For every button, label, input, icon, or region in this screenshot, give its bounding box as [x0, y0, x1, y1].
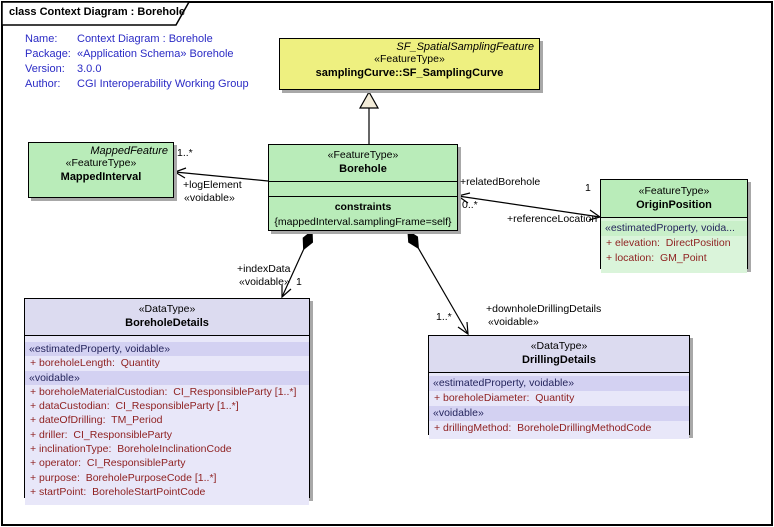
class-box-boreholedetails[interactable]: «DataType» BoreholeDetails «estimatedPro…	[24, 298, 310, 505]
class-stereotype: «FeatureType»	[327, 149, 399, 161]
class-box-drillingdetails[interactable]: «DataType» DrillingDetails «estimatedPro…	[428, 335, 690, 439]
generalization-borehole-to-samplingcurve	[358, 90, 380, 144]
metadata-row: Version:3.0.0	[25, 63, 102, 75]
attribute-row[interactable]: +boreholeLength: Quantity	[30, 357, 160, 370]
class-stereotype: «DataType»	[138, 303, 196, 315]
class-name: DrillingDetails	[522, 354, 596, 366]
stereotype-band: «estimatedProperty, voida...	[601, 221, 747, 236]
class-stereotype: «FeatureType»	[374, 53, 445, 65]
composition-diamond-icon	[302, 229, 314, 251]
attribute-row[interactable]: +purpose: BoreholePurposeCode [1..*]	[30, 471, 217, 484]
composition-diamond-icon	[407, 229, 419, 250]
parent-class-name: MappedFeature	[90, 145, 168, 157]
class-box-borehole[interactable]: «FeatureType» Borehole constraints {mapp…	[268, 144, 458, 231]
role-label-logelement: +logElement	[183, 179, 242, 191]
attribute-row[interactable]: +boreholeMaterialCustodian: CI_Responsib…	[30, 385, 297, 398]
attribute-row[interactable]: +boreholeDiameter: Quantity	[434, 392, 575, 404]
class-name: MappedInterval	[60, 171, 142, 183]
class-name: Borehole	[339, 163, 387, 175]
metadata-row: Author:CGI Interoperability Working Grou…	[25, 78, 249, 90]
metadata-row: Name:Context Diagram : Borehole	[25, 33, 213, 45]
stereotype-band: «estimatedProperty, voidable»	[429, 376, 689, 391]
role-label-indexdata: +indexData	[237, 263, 291, 275]
attributes-compartment: «estimatedProperty, voidable» +boreholeD…	[429, 372, 689, 439]
open-arrowhead-icon	[457, 321, 469, 336]
class-box-mappedinterval[interactable]: MappedFeature «FeatureType» MappedInterv…	[28, 142, 174, 198]
attribute-row[interactable]: +inclinationType: BoreholeInclinationCod…	[30, 443, 232, 456]
attributes-compartment: «estimatedProperty, voida... +elevation:…	[601, 217, 747, 273]
attribute-row[interactable]: +elevation: DirectPosition	[606, 237, 731, 249]
class-name: samplingCurve::SF_SamplingCurve	[315, 67, 504, 79]
role-label-referencelocation: +referenceLocation	[507, 213, 598, 225]
attribute-row[interactable]: +driller: CI_ResponsibleParty	[30, 428, 173, 441]
attribute-row[interactable]: +startPoint: BoreholeStartPointCode	[30, 485, 206, 498]
class-stereotype: «FeatureType»	[638, 185, 710, 197]
constraint-text: {mappedInterval.samplingFrame=self}	[274, 216, 452, 228]
stereotype-label: «voidable»	[184, 192, 235, 204]
attribute-row[interactable]: +operator: CI_ResponsibleParty	[30, 457, 186, 470]
multiplicity-label: 1..*	[177, 147, 193, 159]
stereotype-label: «voidable»	[488, 316, 539, 328]
class-name: BoreholeDetails	[125, 317, 209, 329]
stereotype-band: «estimatedProperty, voidable»	[25, 342, 309, 357]
stereotype-band: «voidable»	[25, 370, 309, 385]
diagram-metadata: Name:Context Diagram : Borehole Package:…	[25, 32, 249, 92]
class-box-originposition[interactable]: «FeatureType» OriginPosition «estimatedP…	[600, 179, 748, 273]
attribute-row[interactable]: +drillingMethod: BoreholeDrillingMethodC…	[434, 422, 652, 434]
class-stereotype: «DataType»	[530, 340, 588, 352]
stereotype-band: «voidable»	[429, 406, 689, 421]
multiplicity-label: 0..*	[462, 199, 478, 211]
attribute-row[interactable]: +dateOfDrilling: TM_Period	[30, 414, 163, 427]
generalization-triangle-icon	[358, 90, 380, 109]
role-label-downholedrillingdetails: +downholeDrillingDetails	[486, 303, 602, 315]
multiplicity-label: 1	[585, 182, 591, 194]
stereotype-label: «voidable»	[239, 276, 290, 288]
frame-label: class Context Diagram : Borehole	[9, 6, 186, 18]
parent-class-name: SF_SpatialSamplingFeature	[396, 41, 534, 53]
class-name: OriginPosition	[636, 199, 712, 211]
attribute-row[interactable]: +location: GM_Point	[606, 252, 707, 264]
attribute-row[interactable]: +dataCustodian: CI_ResponsibleParty [1..…	[30, 400, 239, 413]
attributes-compartment: «estimatedProperty, voidable» +boreholeL…	[25, 335, 309, 505]
multiplicity-label: 1	[296, 276, 302, 288]
constraints-compartment: constraints {mappedInterval.samplingFram…	[269, 196, 457, 233]
role-label-relatedborehole: +relatedBorehole	[460, 176, 541, 188]
constraints-title: constraints	[334, 201, 392, 213]
open-arrowhead-icon	[173, 167, 187, 179]
class-box-sf-samplingcurve[interactable]: SF_SpatialSamplingFeature «FeatureType» …	[279, 38, 540, 90]
class-stereotype: «FeatureType»	[65, 157, 137, 169]
multiplicity-label: 1..*	[436, 311, 452, 323]
metadata-row: Package:«Application Schema» Borehole	[25, 48, 234, 60]
attributes-compartment-empty	[269, 181, 457, 196]
